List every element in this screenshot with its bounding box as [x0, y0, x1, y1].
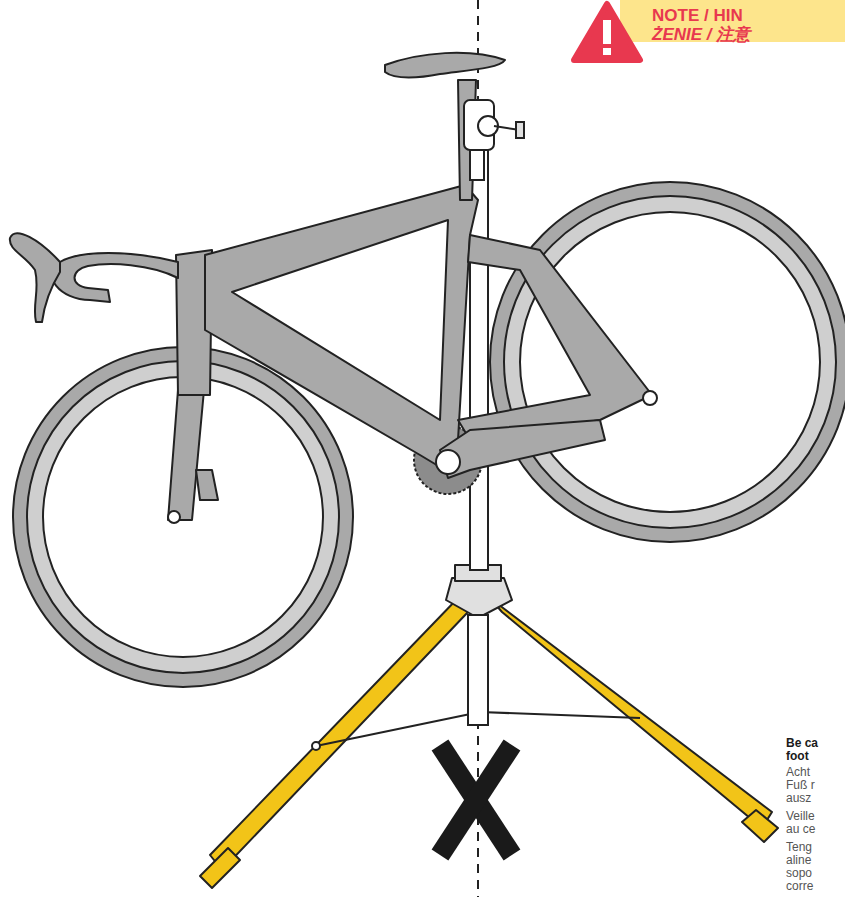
- note-banner-text: NOTE / HINŻENIE / 注意: [652, 2, 750, 44]
- bike-frame: [10, 53, 652, 520]
- rear-wheel: [490, 182, 845, 542]
- cross-mark: [440, 745, 512, 855]
- front-hub: [168, 511, 180, 523]
- exclamation-bar: [603, 20, 611, 44]
- exclamation-dot: [603, 48, 611, 55]
- note-text: Be ca foot: [786, 737, 831, 763]
- rear-hub: [643, 391, 657, 405]
- note-text: Acht Fuß r ausz: [786, 766, 828, 805]
- note-heading: NOTE / HIN: [652, 6, 750, 25]
- warning-triangle: [574, 4, 640, 60]
- stand-clamp: [464, 100, 524, 180]
- note-text: Teng aline sopo corre: [786, 841, 826, 893]
- stand-post-lower: [468, 615, 488, 725]
- front-wheel: [13, 347, 353, 687]
- note-heading: ŻENIE / 注意: [652, 25, 750, 44]
- note-text: Veille au ce: [786, 810, 826, 836]
